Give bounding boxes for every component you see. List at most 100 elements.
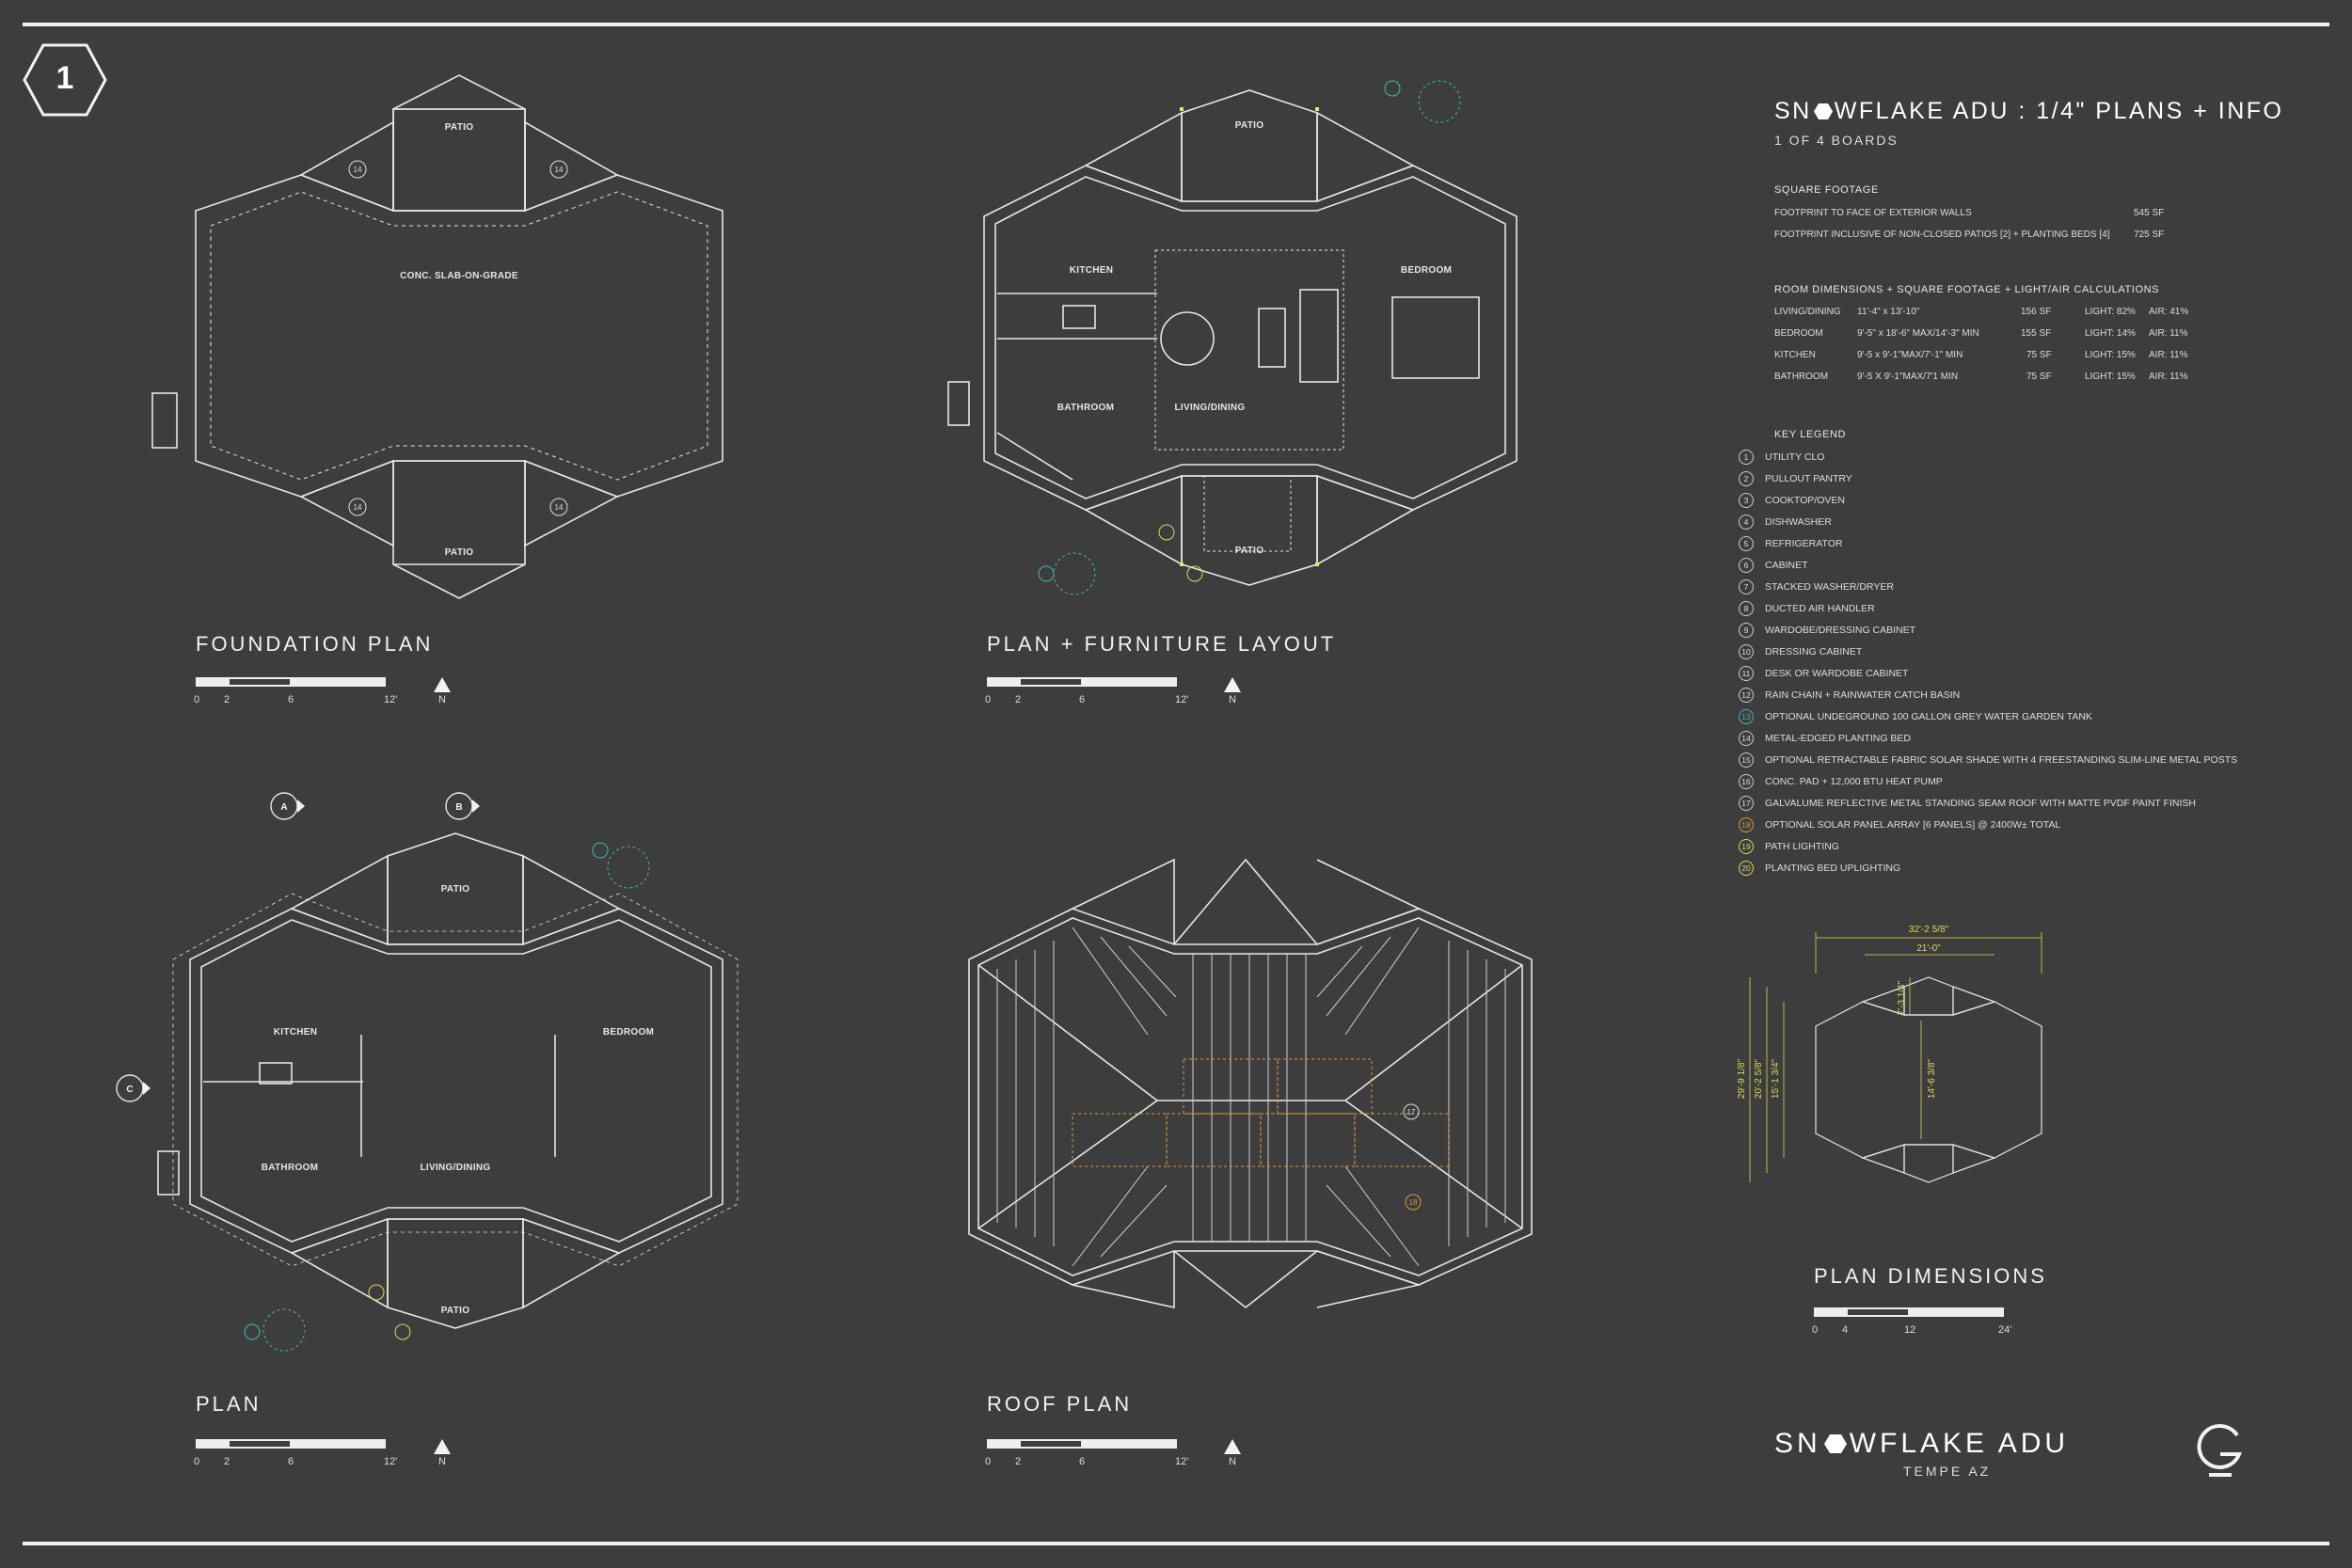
room-name: BEDROOM (1774, 328, 1823, 339)
dim-height-4: 14'-6 3/8" (1927, 1058, 1937, 1099)
plan-kitchen: KITCHEN (274, 1027, 318, 1037)
legend-number-badge: 14 (1739, 731, 1754, 746)
firm-logo (2192, 1422, 2249, 1481)
floor-plan-drawing: A B C PATIO PATIO KITCHEN BEDROOM BATHRO… (116, 792, 739, 1352)
patio-label-bottom: PATIO (445, 547, 474, 558)
plan-dimensions-title: PLAN DIMENSIONS (1814, 1264, 2047, 1288)
legend-number-badge: 18 (1739, 817, 1754, 832)
legend-text: OPTIONAL RETRACTABLE FABRIC SOLAR SHADE … (1765, 754, 2238, 766)
room-air: AIR: 41% (2149, 307, 2189, 317)
legend-number-badge: 16 (1739, 774, 1754, 789)
room-sf: 155 SF (2021, 328, 2052, 339)
svg-text:14: 14 (555, 503, 564, 512)
fp-bathroom: BATHROOM (1057, 403, 1115, 413)
room-light: LIGHT: 82% (2085, 307, 2136, 317)
legend-item: 17 GALVALUME REFLECTIVE METAL STANDING SE… (1739, 796, 2196, 811)
room-name: LIVING/DINING (1774, 307, 1841, 317)
legend-text: PATH LIGHTING (1765, 841, 1839, 852)
legend-item: 18 OPTIONAL SOLAR PANEL ARRAY [6 PANELS] … (1739, 817, 2060, 832)
foundation-plan-title: FOUNDATION PLAN (196, 632, 434, 656)
room-sf: 75 SF (2026, 350, 2052, 360)
room-name: BATHROOM (1774, 372, 1829, 382)
svg-text:14: 14 (354, 166, 362, 174)
sheet-number-badge: 1 (23, 43, 107, 117)
legend-text: CABINET (1765, 560, 1808, 571)
furniture-plan-drawing: PATIO PATIO KITCHEN BEDROOM BATHROOM LIV… (947, 80, 1518, 595)
plan-title: PLAN (196, 1392, 262, 1416)
legend-number-badge: 19 (1739, 839, 1754, 854)
sheet-number: 1 (56, 60, 74, 96)
legend-number-badge: 9 (1739, 623, 1754, 638)
furniture-plan-title: PLAN + FURNITURE LAYOUT (987, 632, 1337, 656)
svg-text:14: 14 (555, 166, 564, 174)
room-light: LIGHT: 15% (2085, 350, 2136, 360)
legend-text: RAIN CHAIN + RAINWATER CATCH BASIN (1765, 689, 1961, 701)
legend-text: OPTIONAL SOLAR PANEL ARRAY [6 PANELS] @ … (1765, 819, 2061, 831)
room-dims: 11'-4" x 13'-10" (1857, 307, 1920, 317)
legend-number-badge: 1 (1739, 450, 1754, 465)
room-light: LIGHT: 15% (2085, 372, 2136, 382)
room-air: AIR: 11% (2149, 350, 2188, 360)
legend-item: 19 PATH LIGHTING (1739, 839, 1839, 854)
section-marker-b: B (455, 802, 462, 813)
plan-patio-top: PATIO (441, 884, 470, 895)
fp-bedroom: BEDROOM (1401, 265, 1452, 276)
legend-number-badge: 5 (1739, 536, 1754, 551)
slab-label: CONC. SLAB-ON-GRADE (400, 271, 518, 281)
legend-number-badge: 11 (1739, 666, 1754, 681)
plan-bedroom: BEDROOM (603, 1027, 654, 1037)
legend-number-badge: 6 (1739, 558, 1754, 573)
section-marker-c: C (126, 1085, 133, 1095)
sf-row-label-2: FOOTPRINT INCLUSIVE OF NON-CLOSED PATIOS… (1774, 230, 2110, 240)
dim-overall-height: 29'-9 1/8" (1737, 1058, 1747, 1099)
legend-text: OPTIONAL UNDEGROUND 100 GALLON GREY WATE… (1765, 711, 2092, 722)
legend-number-badge: 17 (1739, 796, 1754, 811)
foundation-plan-drawing: CONC. SLAB-ON-GRADE PATIO PATIO 14 14 14… (151, 74, 723, 599)
fp-patio-top: PATIO (1235, 120, 1264, 131)
room-dims-heading: ROOM DIMENSIONS + SQUARE FOOTAGE + LIGHT… (1774, 284, 2160, 295)
sf-row-value-1: 545 SF (2134, 208, 2165, 218)
legend-number-badge: 10 (1739, 644, 1754, 659)
sheet-subtitle: 1 OF 4 BOARDS (1774, 133, 1899, 148)
room-sf: 75 SF (2026, 372, 2052, 382)
legend-text: WARDOBE/DRESSING CABINET (1765, 625, 1916, 636)
dim-overall-width: 32'-2 5/8" (1909, 925, 1949, 935)
sf-row-value-2: 725 SF (2134, 230, 2165, 240)
legend-number-badge: 4 (1739, 515, 1754, 530)
patio-label-top: PATIO (445, 122, 474, 133)
room-dims: 9'-5 x 9'-1"MAX/7'-1" MIN (1857, 350, 1963, 360)
fp-kitchen: KITCHEN (1070, 265, 1114, 276)
legend-text: PLANTING BED UPLIGHTING (1765, 863, 1901, 874)
legend-number-badge: 8 (1739, 601, 1754, 616)
sf-row-label-1: FOOTPRINT TO FACE OF EXTERIOR WALLS (1774, 208, 1972, 218)
roof-plan-drawing: 17 18 (968, 858, 1533, 1309)
roof-north-arrow: N (1214, 1439, 1251, 1477)
legend-text: GALVALUME REFLECTIVE METAL STANDING SEAM… (1765, 798, 2196, 809)
room-light: LIGHT: 14% (2085, 328, 2136, 339)
fp-patio-bottom: PATIO (1235, 546, 1264, 556)
dim-inner-width: 21'-0" (1916, 943, 1941, 954)
plan-north-arrow: N (423, 1439, 461, 1477)
square-footage-heading: SQUARE FOOTAGE (1774, 184, 1879, 196)
roof-key-17: 17 (1407, 1108, 1416, 1117)
legend-item: 6 CABINET (1739, 558, 1808, 573)
dim-height-2: 20'-2 5/8" (1754, 1058, 1764, 1099)
legend-text: PULLOUT PANTRY (1765, 473, 1852, 484)
legend-number-badge: 3 (1739, 493, 1754, 508)
legend-number-badge: 7 (1739, 579, 1754, 594)
